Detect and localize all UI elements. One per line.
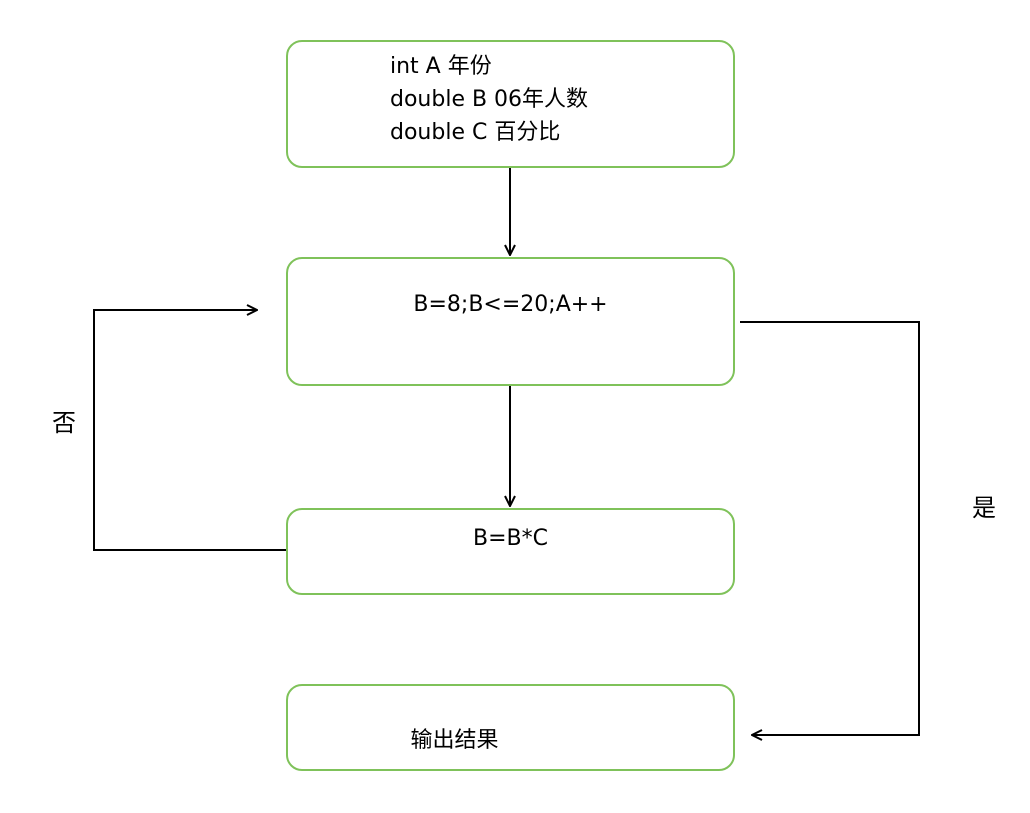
calc-node: B=B*C [286,508,735,595]
declarations-node: int A 年份 double B 06年人数 double C 百分比 [286,40,735,168]
no-branch-label: 否 [52,409,76,437]
calc-text: B=B*C [473,526,548,551]
declarations-text: int A 年份 double B 06年人数 double C 百分比 [390,50,588,149]
declaration-line-a: int A 年份 [390,54,492,79]
arrow-loop-to-output [740,321,920,735]
output-node: 输出结果 [286,684,735,771]
declaration-line-c: double C 百分比 [390,120,561,145]
loop-text: B=8;B<=20;A++ [413,292,608,317]
yes-branch-label: 是 [972,494,996,522]
declaration-line-b: double B 06年人数 [390,87,589,112]
output-text: 输出结果 [410,728,499,753]
loop-node: B=8;B<=20;A++ [286,257,735,386]
arrow-calc-back-to-loop [93,310,286,551]
